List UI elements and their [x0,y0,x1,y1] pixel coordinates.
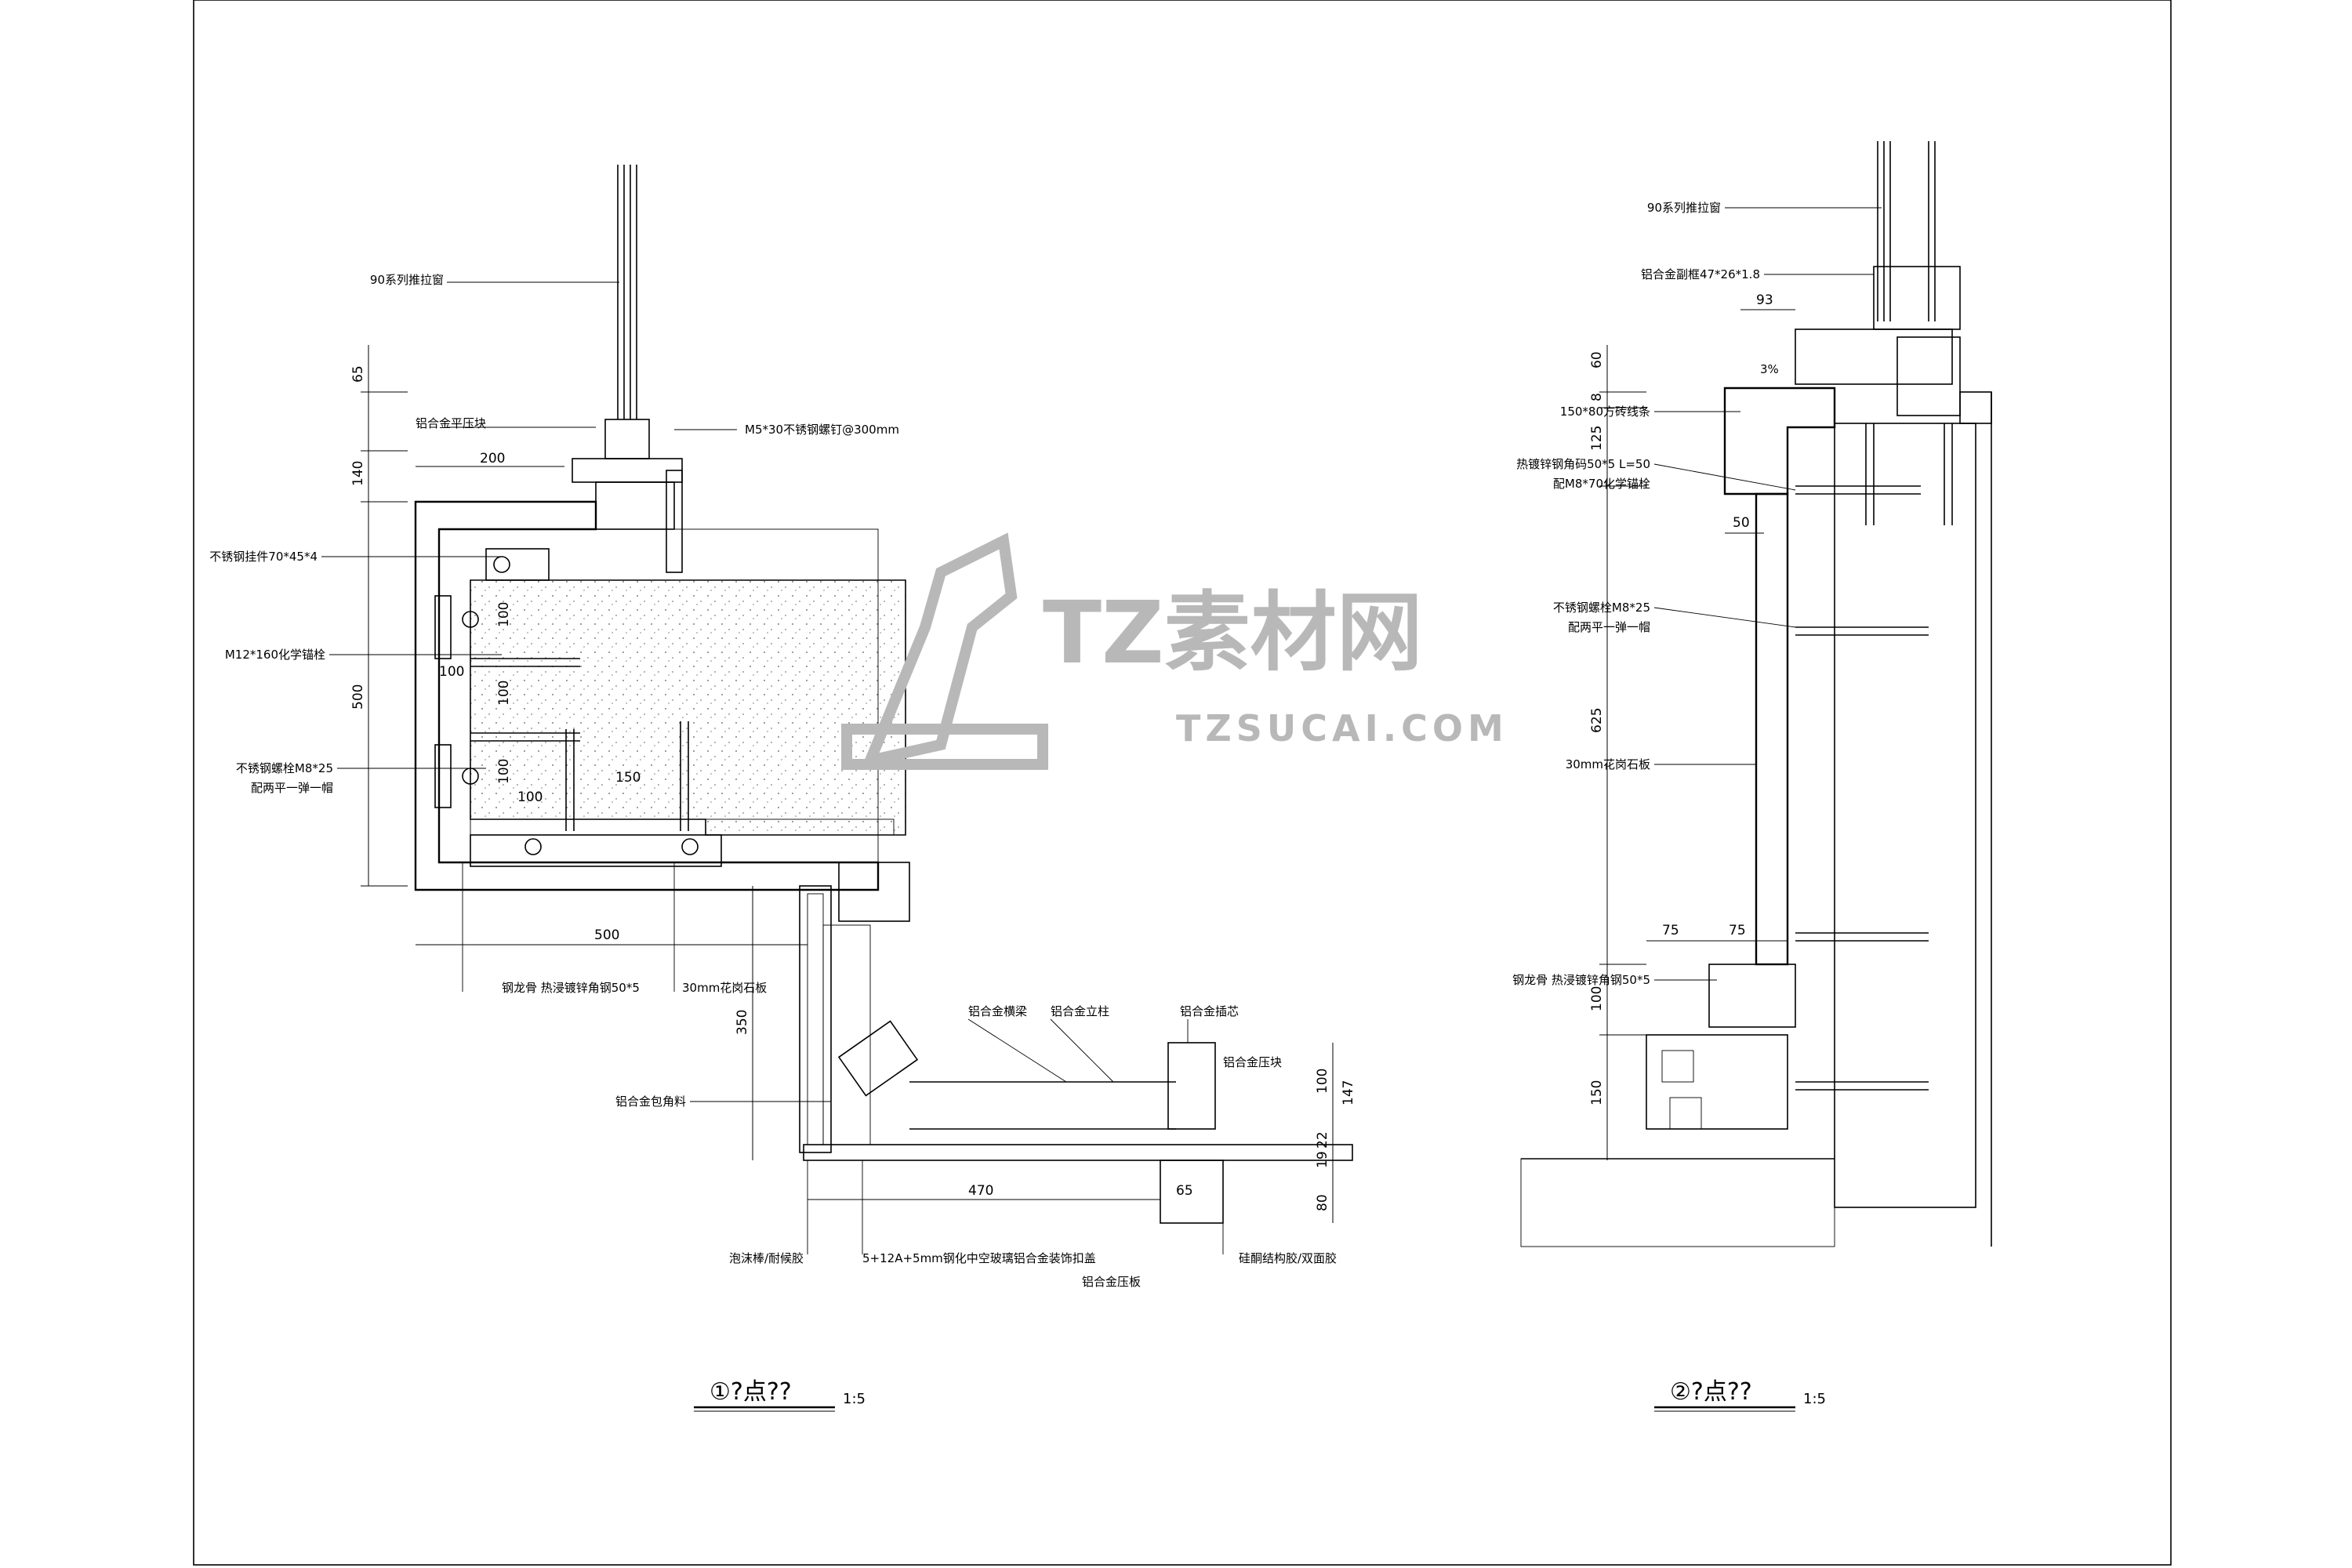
detail-1-scale: 1:5 [843,1391,866,1407]
dim-19: 19 [1315,1151,1330,1168]
watermark-logo-icon [841,532,1048,770]
dim-100a: 100 [496,602,512,627]
label-bolt-2-2: 配两平一弹一帽 [1568,620,1650,634]
dim-100b: 100 [496,681,512,706]
label-anchor: M12*160化学锚栓 [225,648,325,662]
label-foam: 泡沫棒/耐候胶 [729,1251,804,1265]
dim-100f: 100 [1315,1069,1330,1094]
label-alu-panel: 铝合金包角料 [615,1094,686,1109]
label-granite-2: 30mm花岗石板 [1566,757,1650,771]
dim-60: 60 [1589,351,1605,368]
dim-100d: 100 [439,664,464,680]
anchors-2 [1795,423,1953,1091]
dim-150: 150 [615,770,641,786]
labels-2: 90系列推拉窗 铝合金副框47*26*1.8 3% 150*80方砖线条 热镀锌… [1512,201,1779,987]
title-block-2: ②?点?? 1:5 [1654,1378,1826,1412]
ground-2 [1520,1158,1835,1247]
label-keel-2: 钢龙骨 热浸镀锌角钢50*5 [1512,973,1650,987]
window-frame-1 [572,165,683,573]
label-granite: 30mm花岗石板 [682,981,767,995]
label-beam: 铝合金横梁 [968,1004,1027,1018]
dim-texts-2: 93 60 8 125 50 625 75 75 100 150 [1589,292,1773,1105]
label-glass: 5+12A+5mm钢化中空玻璃铝合金装饰扣盖 [862,1251,1096,1265]
dim-140: 140 [350,461,366,486]
dim-93: 93 [1756,292,1773,308]
dim-625: 625 [1589,708,1605,733]
stone-cladding-1 [414,500,906,891]
label-bolt-1-2: 不锈钢螺栓M8*25 [1553,601,1650,615]
watermark: TZ素材网 TZSUCAI.COM [841,532,1508,770]
dim-147: 147 [1341,1080,1356,1105]
label-bolt-1: 不锈钢螺栓M8*25 [236,761,333,775]
dimensions-1 [361,345,1334,1223]
dim-75a: 75 [1662,923,1679,938]
dim-65b: 65 [1176,1183,1193,1199]
dim-500v: 500 [350,684,366,710]
dim-65: 65 [350,365,366,383]
label-mullion: 铝合金立柱 [1051,1004,1109,1018]
dim-80: 80 [1315,1194,1330,1211]
label-pendant: 不锈钢挂件70*45*4 [209,550,318,564]
label-drip: 150*80方砖线条 [1560,405,1650,419]
dim-500h: 500 [594,927,619,943]
dim-125: 125 [1589,426,1605,451]
label-angle-2: 配M8*70化学锚栓 [1553,477,1650,491]
dim-470: 470 [968,1183,993,1199]
label-core: 铝合金插芯 [1180,1004,1239,1018]
label-alu-sub: 铝合金副框47*26*1.8 [1641,267,1760,281]
dim-100c: 100 [496,759,512,784]
detail-2-scale: 1:5 [1803,1391,1826,1407]
label-angle-1: 热镀锌钢角码50*5 L=50 [1516,457,1650,471]
dim-100e: 100 [517,789,543,805]
dimensions-2 [1599,309,1795,1160]
label-slope: 3% [1760,362,1779,376]
label-screw: M5*30不锈钢螺钉@300mm [745,423,899,437]
detail-2: 90系列推拉窗 铝合金副框47*26*1.8 3% 150*80方砖线条 热镀锌… [1512,141,1992,1412]
dim-texts-1: 65 140 200 500 100 100 100 100 100 150 5… [350,365,1356,1211]
leaders-1 [321,281,1224,1254]
stone-cladding-2 [1646,387,1836,1130]
label-alu-cover: 铝合金压板 [1082,1275,1141,1289]
label-alu-press: 铝合金平压块 [416,416,486,430]
watermark-brand: TZ素材网 [1043,583,1423,683]
window-frame-2 [1795,141,1961,416]
dim-200: 200 [480,451,505,466]
dim-8: 8 [1589,393,1605,401]
title-block-1: ①?点?? 1:5 [694,1378,866,1412]
leaders-2 [1653,207,1882,981]
detail-2-title: ②?点?? [1670,1378,1752,1406]
dim-150-2: 150 [1589,1080,1605,1105]
watermark-url: TZSUCAI.COM [1176,707,1508,750]
detail-1: 90系列推拉窗 铝合金平压块 M5*30不锈钢螺钉@300mm 不锈钢挂件70*… [209,165,1356,1412]
curtain-wall-corner-1 [799,862,1353,1224]
label-keel: 钢龙骨 热浸镀锌角钢50*5 [502,981,640,995]
label-window: 90系列推拉窗 [370,273,444,287]
dim-350: 350 [735,1010,750,1035]
dim-50: 50 [1733,515,1750,531]
sheet-border [193,0,2172,1566]
dim-75b: 75 [1729,923,1746,938]
label-sealant: 硅酮结构胶/双面胶 [1239,1251,1337,1265]
concrete-wall-2 [1834,423,1976,1208]
label-window-2: 90系列推拉窗 [1647,201,1721,215]
label-bolt-2: 配两平一弹一帽 [251,781,333,795]
label-press-block: 铝合金压块 [1223,1055,1282,1069]
dim-22: 22 [1315,1131,1330,1149]
detail-1-title: ①?点?? [710,1378,792,1406]
labels-1: 90系列推拉窗 铝合金平压块 M5*30不锈钢螺钉@300mm 不锈钢挂件70*… [209,273,1337,1289]
dim-100-2: 100 [1589,986,1605,1011]
